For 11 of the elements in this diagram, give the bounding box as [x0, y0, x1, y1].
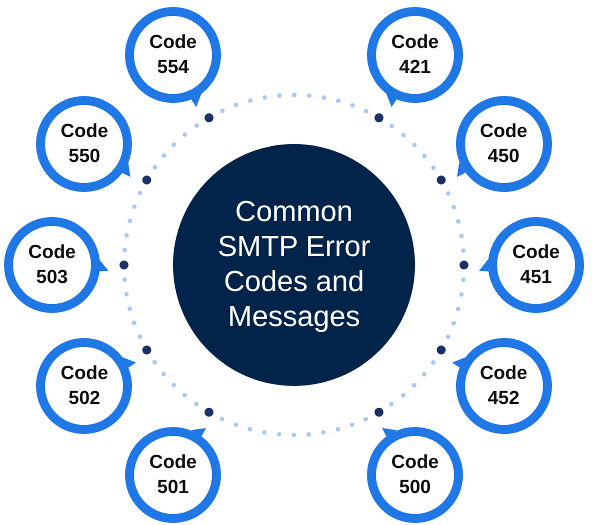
center-title: Common SMTP Error Codes and Messages: [216, 195, 372, 335]
code-label: Code 502: [60, 362, 110, 411]
code-label: Code 550: [60, 120, 110, 169]
code-label: Code 421: [390, 31, 440, 80]
code-label: Code 503: [27, 241, 77, 290]
code-label: Code 500: [390, 450, 440, 500]
code-label: Code 452: [478, 362, 528, 411]
code-label: Code 554: [148, 31, 198, 80]
code-label: Code 501: [148, 450, 198, 500]
code-label: Code 450: [478, 120, 528, 169]
code-label: Code 451: [511, 241, 561, 290]
